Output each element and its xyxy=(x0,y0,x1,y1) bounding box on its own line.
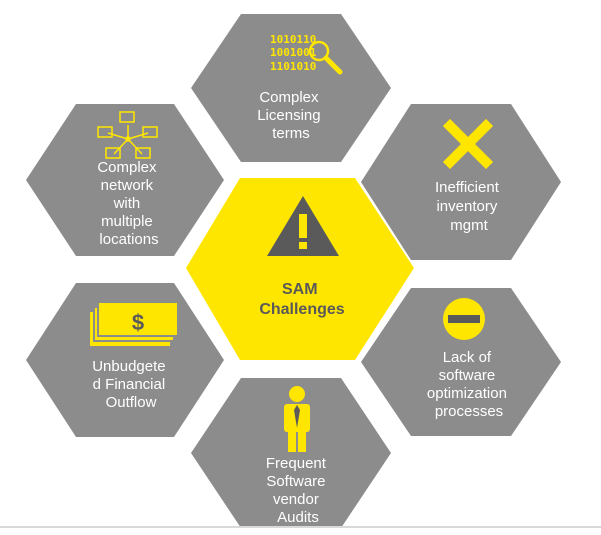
label-line: Lack of xyxy=(443,349,492,366)
label-line: Complex xyxy=(259,89,319,106)
auditor-person-icon xyxy=(284,386,310,452)
hex-financial-label: Unbudgete d Financial Outflow xyxy=(92,358,170,411)
center-label-line: Challenges xyxy=(259,301,344,318)
label-line: with xyxy=(113,195,141,212)
network-computers-icon xyxy=(97,111,158,159)
label-line: multiple xyxy=(101,213,153,230)
hex-audits-label: Frequent Software vendor Audits xyxy=(266,455,330,526)
hex-licensing: 1010110 1001001 1101010 Complex Licensin… xyxy=(191,14,391,162)
x-mark-icon xyxy=(442,118,494,170)
binary-line-1: 1010110 xyxy=(270,33,316,46)
center-label-line: SAM xyxy=(282,281,318,298)
hexagon-network xyxy=(26,104,224,256)
binary-magnifier-icon: 1010110 1001001 1101010 xyxy=(270,33,343,75)
label-line: Complex xyxy=(97,159,157,176)
label-line: d Financial xyxy=(93,376,166,393)
binary-line-3: 1101010 xyxy=(270,60,316,73)
hexagon-licensing xyxy=(191,14,391,162)
hex-center: SAM Challenges xyxy=(186,178,414,360)
label-line: Software xyxy=(266,473,325,490)
hexagon-center xyxy=(186,178,414,360)
label-line: software xyxy=(439,367,496,384)
hex-licensing-label: Complex Licensing terms xyxy=(257,89,325,142)
center-label: SAM Challenges xyxy=(259,281,344,318)
svg-text:$: $ xyxy=(132,310,144,335)
label-line: vendor xyxy=(273,491,319,508)
label-line: Licensing xyxy=(257,107,320,124)
warning-icon xyxy=(267,196,339,256)
binary-line-2: 1001001 xyxy=(270,46,317,59)
hex-optimization-label: Lack of software optimization processes xyxy=(427,349,511,420)
label-line: optimization xyxy=(427,385,507,402)
hexagon-optimization xyxy=(361,288,561,436)
label-line: processes xyxy=(435,403,503,420)
hex-optimization: Lack of software optimization processes xyxy=(361,288,561,436)
hexagon-audits xyxy=(191,378,391,528)
label-line: Frequent xyxy=(266,455,327,472)
dollar-bills-icon: $ xyxy=(90,301,179,346)
label-line: Outflow xyxy=(106,394,157,411)
bottom-divider xyxy=(0,526,601,528)
hex-financial: $ Unbudgete d Financial Outflow xyxy=(26,283,224,437)
hex-inventory-label: Inefficient inventory mgmt xyxy=(435,179,503,234)
label-line: locations xyxy=(99,231,158,248)
label-line: network xyxy=(101,177,154,194)
hex-network: Complex network with multiple locations xyxy=(26,104,224,256)
label-line: terms xyxy=(272,125,310,142)
hex-network-label: Complex network with multiple locations xyxy=(97,159,160,248)
hex-inventory: Inefficient inventory mgmt xyxy=(361,104,561,260)
label-line: inventory xyxy=(436,198,497,215)
minus-circle-icon xyxy=(443,298,485,340)
label-line: Inefficient xyxy=(435,179,500,196)
hexagon-inventory xyxy=(361,104,561,260)
label-line: Unbudgete xyxy=(92,358,165,375)
label-line: Audits xyxy=(277,509,319,526)
hex-audits: Frequent Software vendor Audits xyxy=(191,378,391,528)
label-line: mgmt xyxy=(450,217,488,234)
